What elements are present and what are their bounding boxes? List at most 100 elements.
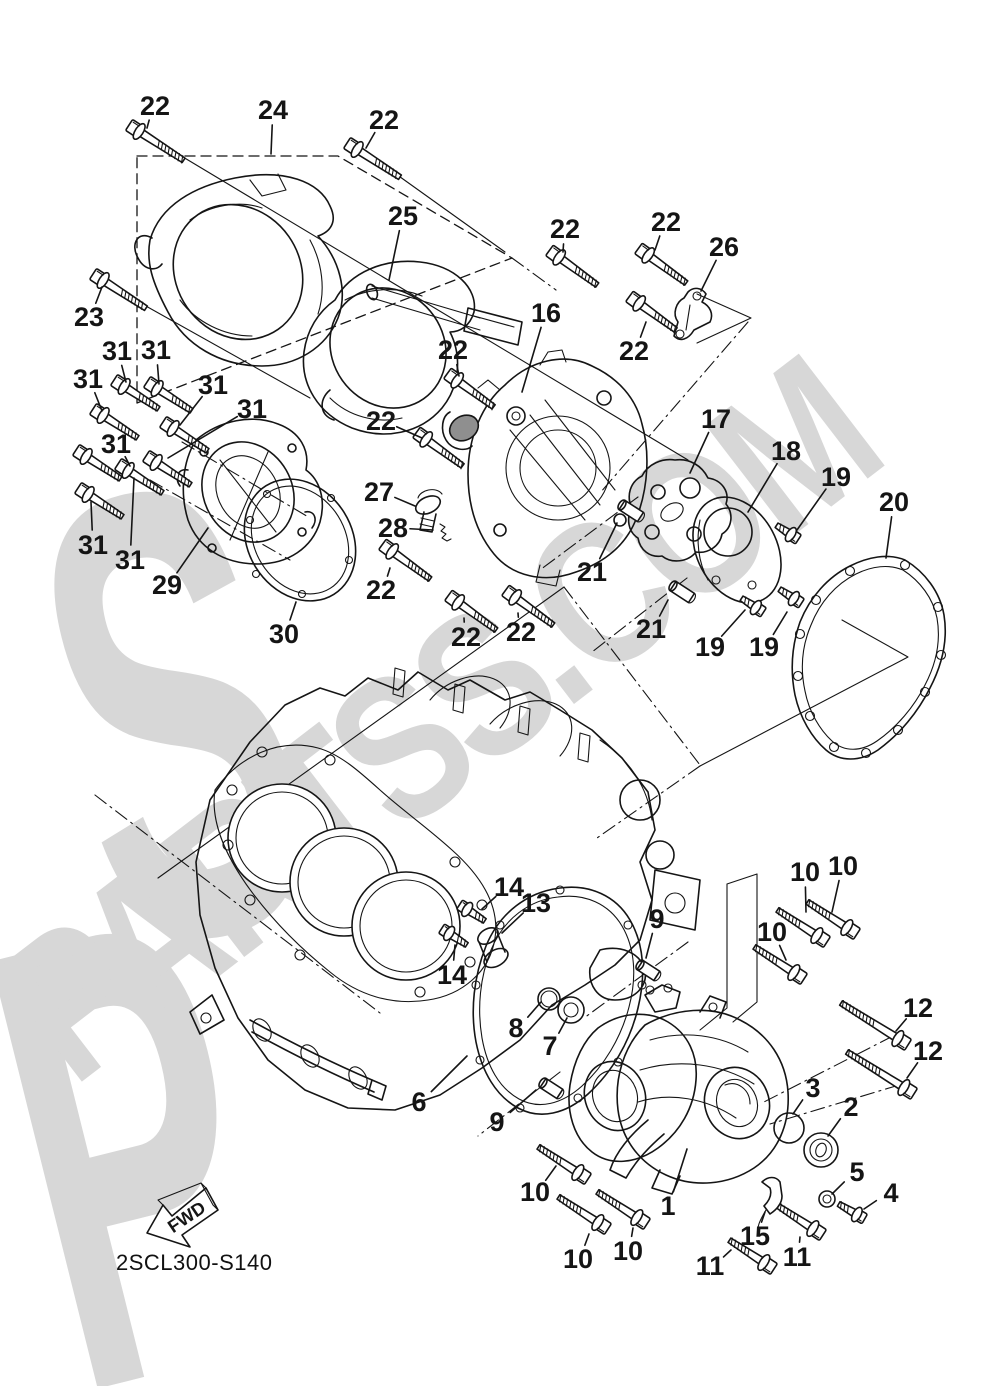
leader-line (394, 496, 416, 507)
part-number-label: 17 (701, 404, 731, 434)
fastener-bolt-icon (844, 1049, 918, 1100)
part-number-label: 22 (140, 91, 170, 121)
part-number-label: 10 (757, 917, 787, 947)
part-number-label: 15 (740, 1221, 770, 1251)
part-number-label: 22 (451, 622, 481, 652)
leader-line (658, 599, 669, 617)
leader-line (521, 326, 542, 393)
leader-line (386, 567, 391, 577)
part-number-label: 8 (508, 1013, 523, 1043)
fastener-bolt-icon (159, 416, 210, 454)
fastener-bolt-icon (625, 290, 678, 334)
leader-line (760, 1211, 766, 1223)
part-number-label: 31 (102, 336, 132, 366)
fastener-bolt-icon (74, 482, 125, 520)
fastener-bolt-icon (536, 1143, 592, 1185)
leader-line (720, 609, 746, 637)
leader-line (509, 1089, 537, 1114)
fastener-bolt-icon (114, 458, 165, 496)
cover-29-illustration (176, 418, 324, 565)
part-number-label: 1 (660, 1191, 675, 1221)
part-number-label: 31 (115, 545, 145, 575)
part-number-label: 3 (805, 1073, 820, 1103)
part-number-label: 11 (783, 1242, 812, 1272)
leader-line (456, 363, 460, 377)
part-number-label: 10 (613, 1236, 643, 1266)
part-number-label: 31 (101, 429, 131, 459)
fastener-bolt-icon (727, 1237, 778, 1275)
plate-18-illustration (692, 496, 782, 604)
leader-line (452, 944, 456, 961)
leader-line (772, 611, 788, 636)
part-number-label: 22 (366, 575, 396, 605)
leader-line (501, 912, 525, 934)
fastener-bolt-icon (378, 538, 433, 582)
part-number-label: 10 (520, 1177, 550, 1207)
leader-line (584, 1233, 590, 1247)
part-number-label: 29 (152, 570, 182, 600)
part-number-label: 31 (78, 530, 108, 560)
fwd-arrow-icon: FWD (146, 1182, 219, 1248)
fastener-pin-icon (538, 1077, 565, 1100)
fastener-screw-icon (456, 899, 487, 924)
fastener-screw-icon (777, 586, 805, 609)
leader-line (654, 235, 661, 251)
lever-26-illustration (673, 287, 713, 341)
part-number-label: 22 (651, 207, 681, 237)
fastener-bolt-icon (89, 268, 149, 312)
leader-line (562, 243, 565, 253)
leader-line (409, 527, 434, 531)
leader-line (167, 415, 239, 459)
gasket-20-illustration (791, 555, 947, 760)
fastener-bolt-icon (142, 450, 193, 488)
cover-16-illustration (441, 349, 648, 587)
spring-28-illustration (439, 523, 452, 542)
cover-1-illustration (568, 983, 789, 1195)
leader-line (481, 895, 497, 910)
part-number-label: 31 (73, 364, 103, 394)
leader-line (700, 259, 717, 292)
part-number-label: 26 (709, 232, 739, 262)
part-number-label: 31 (141, 335, 171, 365)
fastener-screw-icon (438, 923, 469, 948)
fastener-bolt-icon (776, 1203, 827, 1241)
leader-line (176, 527, 209, 574)
leader-line (639, 321, 647, 338)
leader-line (796, 488, 827, 531)
leader-line (146, 119, 150, 129)
leader-line (94, 286, 103, 305)
part-number-label: 12 (903, 993, 933, 1023)
leader-line (289, 601, 297, 621)
leader-line (792, 1099, 804, 1115)
leader-line (804, 886, 807, 913)
cap-2-illustration (803, 1132, 839, 1168)
fastener-bolt-icon (110, 374, 161, 412)
fastener-bolt-icon (556, 1193, 612, 1235)
part-number-label: 27 (364, 477, 394, 507)
leader-line (124, 455, 131, 467)
part-number-label: 12 (913, 1036, 943, 1066)
engine-block-illustration (189, 667, 701, 1111)
oring-8-illustration (537, 987, 561, 1011)
leader-line (120, 364, 127, 383)
circlip-3-illustration (773, 1112, 805, 1144)
leader-line (179, 395, 203, 426)
diagram-code: 2SCL300-S140 (116, 1250, 273, 1275)
fastener-bolt-icon (412, 426, 465, 470)
plug-27-illustration (414, 489, 443, 533)
leader-line (885, 516, 893, 559)
leader-line (544, 1165, 557, 1182)
fastener-bolt-icon (752, 943, 808, 985)
leader-line (94, 391, 103, 412)
construction-lines (94, 147, 909, 1137)
fastener-bolt-icon (343, 137, 403, 181)
leader-line (558, 1017, 568, 1034)
leader-line (672, 1148, 688, 1193)
leader-line (395, 425, 423, 439)
leader-line (863, 1199, 878, 1210)
leader-line (827, 1117, 842, 1137)
gasket-30-illustration (243, 478, 357, 602)
fastener-bolt-icon (595, 1188, 651, 1230)
